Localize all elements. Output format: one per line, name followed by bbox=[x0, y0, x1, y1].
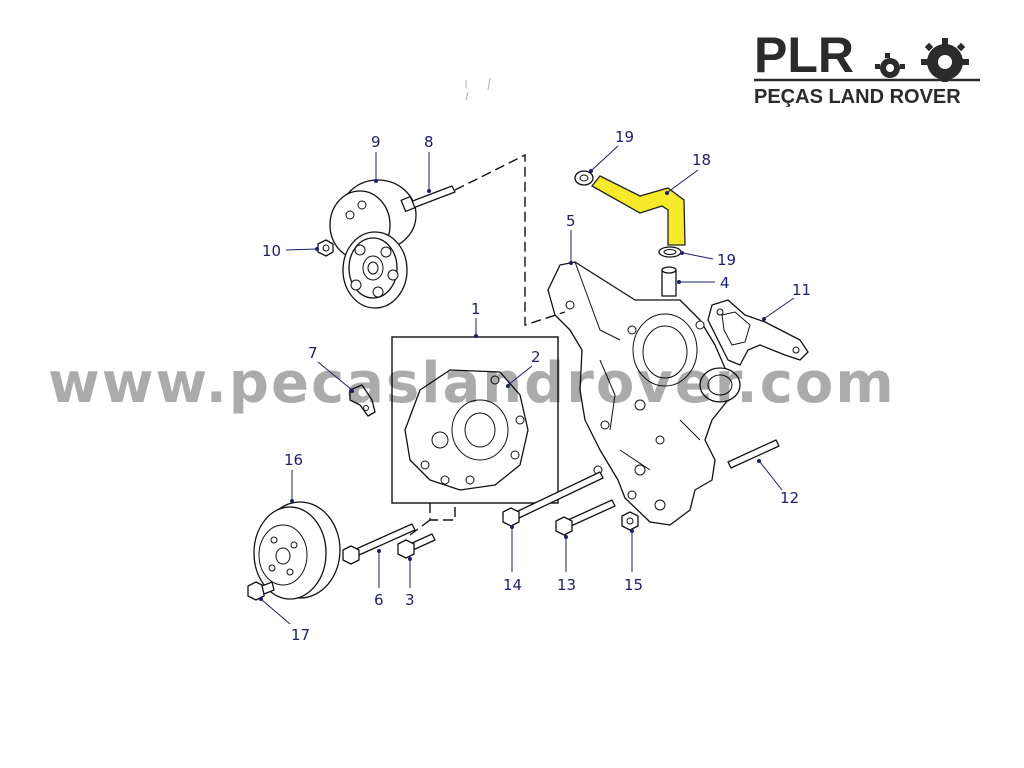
callout-14: 14 bbox=[503, 576, 522, 594]
callout-19-top: 19 bbox=[615, 128, 634, 146]
callout-6: 6 bbox=[374, 591, 384, 609]
callout-17: 17 bbox=[291, 626, 310, 644]
callout-1: 1 bbox=[471, 300, 481, 318]
callout-16: 16 bbox=[284, 451, 303, 469]
outlet-pipe bbox=[661, 266, 677, 297]
callout-8: 8 bbox=[424, 133, 434, 151]
bolt-13 bbox=[555, 499, 616, 536]
dashed-connector-pulley bbox=[409, 503, 456, 536]
watermark: www.pecaslandrover.com bbox=[48, 351, 896, 416]
nut bbox=[317, 239, 334, 257]
gear-icon bbox=[875, 38, 969, 82]
callout-19-bottom: 19 bbox=[717, 251, 736, 269]
bolt-14 bbox=[502, 471, 604, 527]
dashed-connector bbox=[454, 153, 566, 326]
coolant-hose-highlighted bbox=[591, 175, 686, 246]
callout-5: 5 bbox=[566, 212, 576, 230]
stud-12 bbox=[727, 439, 780, 469]
callout-18: 18 bbox=[692, 151, 711, 169]
bolt-long bbox=[400, 185, 456, 213]
brand-name: PLR bbox=[754, 27, 854, 83]
callout-12: 12 bbox=[780, 489, 799, 507]
bolt-3 bbox=[397, 533, 436, 559]
brand-logo: PLR PEÇAS LAND ROVER bbox=[754, 27, 980, 108]
brand-tagline: PEÇAS LAND ROVER bbox=[754, 86, 961, 108]
gasket bbox=[707, 299, 809, 366]
water-pump-housing bbox=[547, 261, 741, 526]
callout-3: 3 bbox=[405, 591, 415, 609]
bolt-6 bbox=[342, 523, 416, 565]
callout-9: 9 bbox=[371, 133, 381, 151]
pulley-bolt bbox=[247, 581, 275, 601]
bracket bbox=[349, 384, 376, 417]
callout-10: 10 bbox=[262, 242, 281, 260]
idler-pulley-assembly bbox=[329, 179, 417, 309]
hose-clamp-bottom bbox=[658, 246, 682, 258]
callouts: 1 2 3 4 5 6 7 8 9 10 bbox=[259, 128, 811, 644]
callout-15: 15 bbox=[624, 576, 643, 594]
callout-4: 4 bbox=[720, 274, 730, 292]
hose-clamp-top bbox=[574, 170, 594, 186]
callout-2: 2 bbox=[531, 348, 541, 366]
callout-7: 7 bbox=[308, 344, 318, 362]
callout-11: 11 bbox=[792, 281, 811, 299]
callout-13: 13 bbox=[557, 576, 576, 594]
nut-15 bbox=[621, 511, 639, 531]
crankshaft-pulley bbox=[253, 501, 341, 600]
faint-marks bbox=[465, 77, 491, 101]
